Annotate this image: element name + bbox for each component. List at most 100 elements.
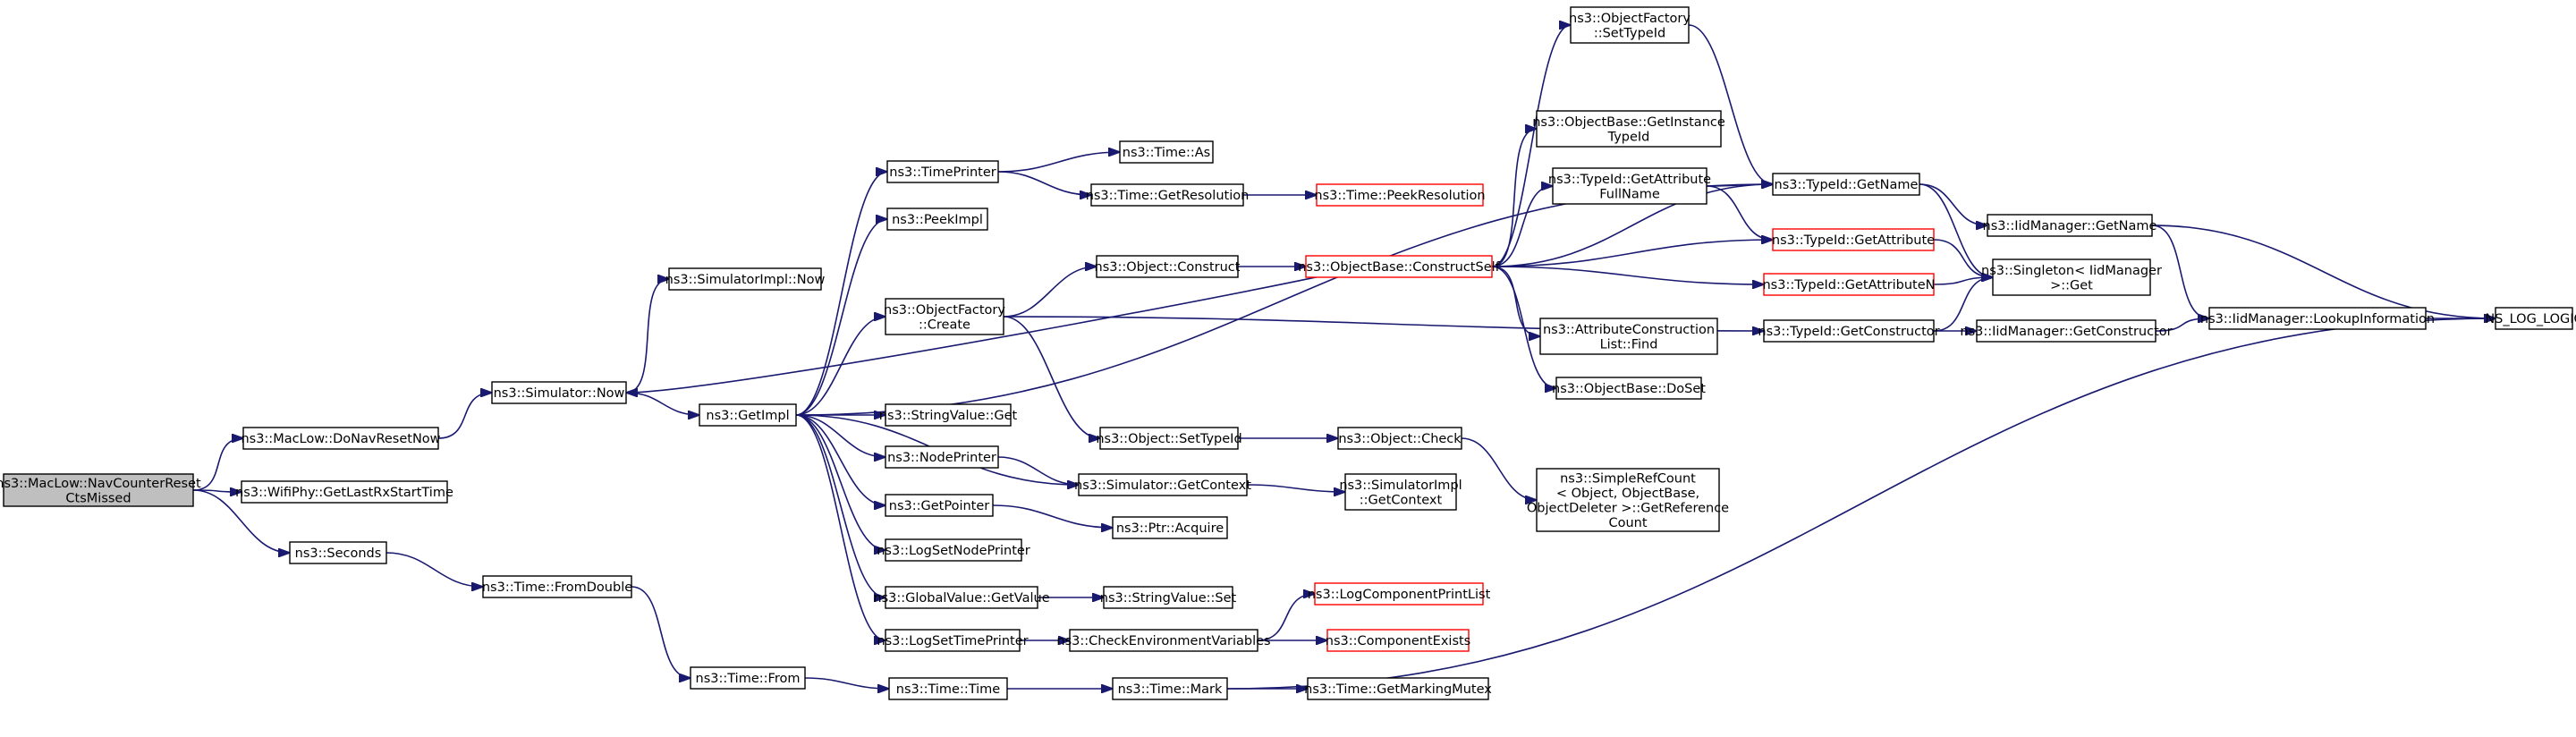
node-logsettimeprinter[interactable]: ns3::LogSetTimePrinter xyxy=(877,629,1029,652)
node-objbasedoset[interactable]: ns3::ObjectBase::DoSet xyxy=(1552,377,1706,400)
node-peekimpl[interactable]: ns3::PeekImpl xyxy=(886,208,988,231)
node-iidgetconstructor[interactable]: ns3::IidManager::GetConstructor xyxy=(1960,319,2173,343)
node-getpointer[interactable]: ns3::GetPointer xyxy=(885,494,994,517)
node-iidlookup[interactable]: ns3::IidManager::LookupInformation xyxy=(2200,307,2435,330)
node-timeprinter[interactable]: ns3::TimePrinter xyxy=(886,160,999,183)
node-getmarkingmutex[interactable]: ns3::Time::GetMarkingMutex xyxy=(1304,677,1492,700)
node-label: ns3::SimpleRefCount xyxy=(1560,471,1696,486)
node-label: ns3::Time::From xyxy=(696,672,801,686)
node-box xyxy=(2495,307,2573,330)
node-simimplgetcontext[interactable]: ns3::SimulatorImpl::GetContext xyxy=(1339,473,1462,511)
node-ofsettypeid[interactable]: ns3::ObjectFactory::SetTypeId xyxy=(1569,6,1690,44)
node-ptracquire[interactable]: ns3::Ptr::Acquire xyxy=(1112,516,1228,539)
node-objsettypeid[interactable]: ns3::Object::SetTypeId xyxy=(1096,427,1242,450)
node-ofcreate[interactable]: ns3::ObjectFactory::Create xyxy=(884,298,1005,335)
node-typeidgetname[interactable]: ns3::TypeId::GetName xyxy=(1772,173,1920,196)
node-box xyxy=(242,427,439,450)
node-box xyxy=(1539,318,1718,355)
edge-getimpl-to-globalvaluegetvalue xyxy=(795,414,886,597)
node-typeidgetattribute[interactable]: ns3::TypeId::GetAttribute xyxy=(1772,228,1935,251)
edge-constructself-to-typeidgetattributen xyxy=(1491,266,1764,284)
edge-getimpl-to-logsetnodeprinter xyxy=(795,414,886,550)
node-singletonget[interactable]: ns3::Singleton< IidManager>::Get xyxy=(1981,258,2162,296)
node-box xyxy=(886,160,999,183)
node-box xyxy=(1763,319,1935,343)
edge-objcheck-to-simplerefcount xyxy=(1461,437,1537,500)
node-box xyxy=(885,494,994,517)
edge-simnow-to-simimplnow xyxy=(625,279,669,394)
node-getimpl[interactable]: ns3::GetImpl xyxy=(699,403,797,427)
node-label: ns3::IidManager::GetConstructor xyxy=(1960,325,2172,339)
node-label: ns3::ObjectFactory xyxy=(1569,12,1690,26)
node-box xyxy=(1096,255,1239,278)
node-logcompprintlist[interactable]: ns3::LogComponentPrintList xyxy=(1308,582,1491,606)
node-typeidgetconstructor[interactable]: ns3::TypeId::GetConstructor xyxy=(1758,319,1940,343)
node-simgetcontext[interactable]: ns3::Simulator::GetContext xyxy=(1074,473,1251,496)
edge-getattributefullname-to-typeidgetname xyxy=(1706,184,1773,186)
node-box xyxy=(1987,214,2153,237)
node-simplerefcount[interactable]: ns3::SimpleRefCount< Object, ObjectBase,… xyxy=(1527,468,1729,532)
node-componentexists[interactable]: ns3::ComponentExists xyxy=(1326,629,1471,652)
node-label: ns3::WifiPhy::GetLastRxStartTime xyxy=(235,486,453,500)
node-label: ns3::Simulator::Now xyxy=(494,386,625,401)
node-label: ns3::IidManager::GetName xyxy=(1983,219,2157,233)
node-label: Count xyxy=(1608,516,1647,530)
node-objcheck[interactable]: ns3::Object::Check xyxy=(1337,427,1462,450)
node-objconstruct[interactable]: ns3::Object::Construct xyxy=(1095,255,1241,278)
node-label: TypeId xyxy=(1607,130,1650,144)
edge-ofcreate-to-objsettypeid xyxy=(1003,316,1100,438)
node-label: ns3::ComponentExists xyxy=(1326,634,1471,648)
node-label: FullName xyxy=(1599,187,1660,201)
node-stringvalueget[interactable]: ns3::StringValue::Get xyxy=(879,403,1018,427)
node-label: ns3::Ptr::Acquire xyxy=(1116,521,1224,536)
edge-seconds-to-fromdouble xyxy=(386,552,483,587)
node-box xyxy=(1555,377,1702,400)
node-timemark[interactable]: ns3::Time::Mark xyxy=(1112,677,1228,700)
edge-fromdouble-to-timefrom xyxy=(631,586,691,678)
node-box xyxy=(1570,6,1690,44)
node-typeidgetattributen[interactable]: ns3::TypeId::GetAttributeN xyxy=(1762,273,1936,296)
node-simimplnow[interactable]: ns3::SimulatorImpl::Now xyxy=(665,267,826,291)
node-timetime[interactable]: ns3::Time::Time xyxy=(888,677,1008,700)
node-label: ns3::Time::GetResolution xyxy=(1086,189,1250,203)
node-box xyxy=(668,267,822,291)
node-nodeprinter[interactable]: ns3::NodePrinter xyxy=(885,445,999,469)
node-getresolution[interactable]: ns3::Time::GetResolution xyxy=(1086,183,1250,207)
edge-timeprinter-to-timeas xyxy=(997,152,1120,173)
node-box xyxy=(888,677,1008,700)
node-label: ns3::Time::As xyxy=(1123,146,1210,160)
node-logsetnodeprinter[interactable]: ns3::LogSetNodePrinter xyxy=(877,538,1030,562)
edge-constructself-to-objbasedoset xyxy=(1491,266,1556,388)
node-nsloglogic[interactable]: NS_LOG_LOGIC xyxy=(2485,307,2576,330)
node-getlastrxstarttime[interactable]: ns3::WifiPhy::GetLastRxStartTime xyxy=(235,480,453,504)
node-globalvaluegetvalue[interactable]: ns3::GlobalValue::GetValue xyxy=(873,586,1050,609)
edge-donavresetnow-to-simnow xyxy=(437,393,492,439)
edge-timeprinter-to-getresolution xyxy=(997,171,1091,195)
node-checkenv[interactable]: ns3::CheckEnvironmentVariables xyxy=(1056,629,1271,652)
node-timefrom[interactable]: ns3::Time::From xyxy=(690,666,806,690)
edge-getimpl-to-timeprinter xyxy=(795,172,887,416)
node-donavresetnow[interactable]: ns3::MacLow::DoNavResetNow xyxy=(241,427,441,450)
edge-checkenv-to-logcompprintlist xyxy=(1257,594,1315,641)
node-seconds[interactable]: ns3::Seconds xyxy=(289,541,387,564)
node-box xyxy=(1344,473,1457,511)
node-label: ns3::GetPointer xyxy=(889,499,990,513)
node-timeas[interactable]: ns3::Time::As xyxy=(1119,140,1214,164)
node-box xyxy=(1772,173,1920,196)
node-stringvalueset[interactable]: ns3::StringValue::Set xyxy=(1100,586,1237,609)
node-label: ns3::Time::GetMarkingMutex xyxy=(1304,682,1492,697)
node-simnow[interactable]: ns3::Simulator::Now xyxy=(491,381,627,404)
node-fromdouble[interactable]: ns3::Time::FromDouble xyxy=(482,575,632,598)
node-iidgetname[interactable]: ns3::IidManager::GetName xyxy=(1983,214,2157,237)
node-box xyxy=(1069,629,1258,652)
node-label: ::GetContext xyxy=(1360,493,1443,507)
node-peekresolution[interactable]: ns3::Time::PeekResolution xyxy=(1314,183,1486,207)
edge-ofcreate-to-objconstruct xyxy=(1003,267,1097,318)
edge-getimpl-to-logsettimeprinter xyxy=(795,414,886,640)
edge-typeidgetname-to-iidgetname xyxy=(1919,183,1987,225)
node-constructself[interactable]: ns3::ObjectBase::ConstructSelf xyxy=(1298,255,1501,278)
